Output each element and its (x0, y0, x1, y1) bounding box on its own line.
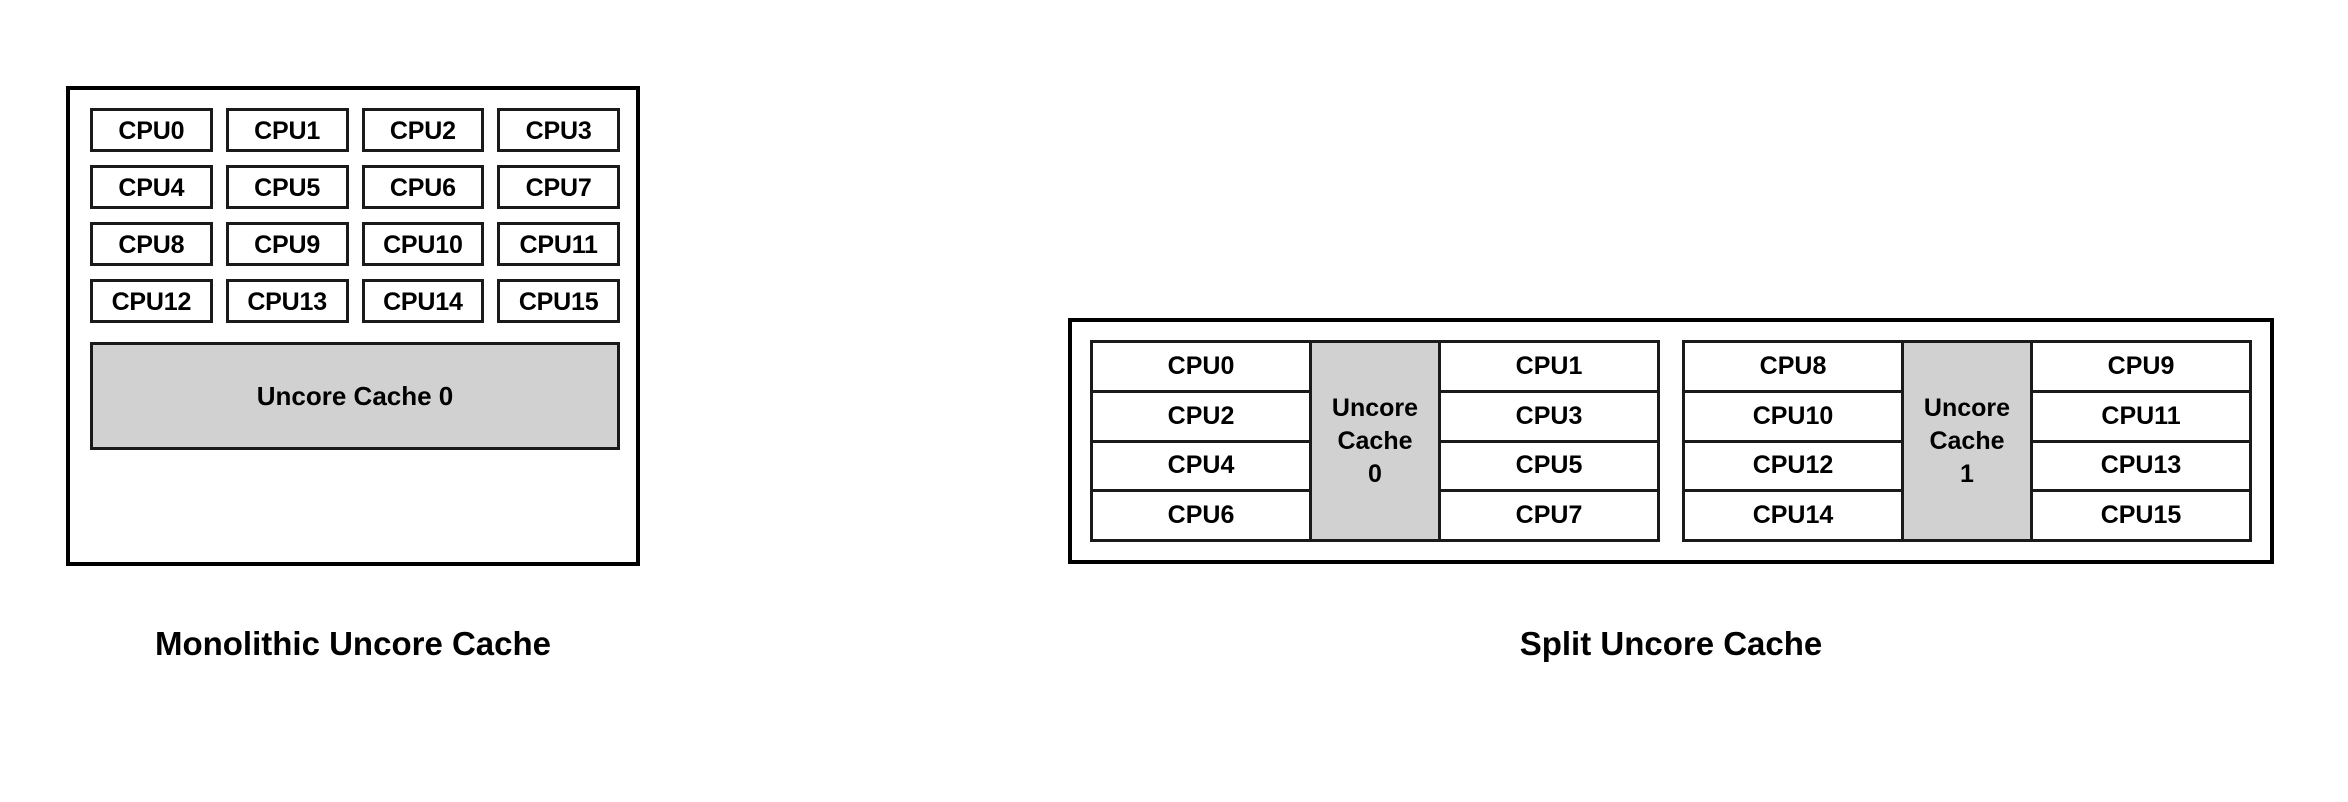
cpu-cell: CPU14 (1685, 492, 1901, 539)
monolithic-uncore-panel: CPU0 CPU1 CPU2 CPU3 CPU4 CPU5 CPU6 CPU7 … (66, 86, 640, 566)
cpu-box: CPU12 (90, 279, 213, 323)
uncore-cache-block: Uncore Cache 0 (1309, 343, 1441, 539)
split-cluster: CPU8 CPU10 CPU12 CPU14 Uncore Cache 1 CP… (1682, 340, 2252, 542)
cpu-box: CPU5 (225, 165, 349, 209)
cpu-cell: CPU9 (2033, 343, 2249, 393)
cpu-box: CPU7 (497, 165, 620, 209)
uncore-cache-label-line2: Cache (1337, 426, 1413, 455)
cpu-cell: CPU4 (1093, 442, 1309, 493)
cpu-cell: CPU3 (1441, 392, 1657, 443)
cpu-box: CPU0 (90, 108, 213, 152)
cpu-cell: CPU10 (1685, 392, 1901, 443)
cpu-cell: CPU2 (1093, 392, 1309, 443)
cpu-cell: CPU15 (2033, 492, 2249, 539)
monolithic-caption: Monolithic Uncore Cache (154, 625, 552, 662)
cpu-box: CPU1 (225, 108, 349, 152)
cpu-box: CPU4 (90, 165, 213, 209)
monolithic-cpu-grid: CPU0 CPU1 CPU2 CPU3 CPU4 CPU5 CPU6 CPU7 … (90, 108, 620, 323)
split-caption: Split Uncore Cache (1519, 625, 1823, 662)
cpu-box: CPU6 (361, 165, 485, 209)
uncore-cache-block: Uncore Cache 0 (90, 342, 620, 450)
cpu-cell: CPU0 (1093, 343, 1309, 393)
cpu-cell: CPU12 (1685, 442, 1901, 493)
split-cluster: CPU0 CPU2 CPU4 CPU6 Uncore Cache 0 CPU1 … (1090, 340, 1660, 542)
cpu-box: CPU15 (497, 279, 620, 323)
cpu-box: CPU13 (225, 279, 349, 323)
uncore-cache-label-line1: Uncore (1923, 393, 2011, 422)
cpu-box: CPU11 (497, 222, 620, 266)
cpu-column-left: CPU8 CPU10 CPU12 CPU14 (1685, 343, 1901, 539)
uncore-cache-block: Uncore Cache 1 (1901, 343, 2033, 539)
cpu-box: CPU14 (361, 279, 485, 323)
cpu-column-right: CPU1 CPU3 CPU5 CPU7 (1441, 343, 1657, 539)
cpu-cell: CPU5 (1441, 442, 1657, 493)
cpu-box: CPU2 (361, 108, 485, 152)
cpu-cell: CPU8 (1685, 343, 1901, 393)
cpu-column-right: CPU9 CPU11 CPU13 CPU15 (2033, 343, 2249, 539)
cpu-box: CPU10 (361, 222, 485, 266)
cpu-box: CPU3 (497, 108, 620, 152)
cpu-box: CPU9 (225, 222, 349, 266)
cpu-cell: CPU7 (1441, 492, 1657, 539)
cpu-column-left: CPU0 CPU2 CPU4 CPU6 (1093, 343, 1309, 539)
uncore-cache-label-line1: Uncore (1331, 393, 1419, 422)
cpu-box: CPU8 (90, 222, 213, 266)
cpu-cell: CPU13 (2033, 442, 2249, 493)
uncore-cache-label-line3: 0 (1368, 459, 1382, 488)
uncore-cache-label-line2: Cache (1929, 426, 2005, 455)
split-uncore-panel: CPU0 CPU2 CPU4 CPU6 Uncore Cache 0 CPU1 … (1068, 318, 2274, 564)
uncore-cache-label-line3: 1 (1960, 459, 1974, 488)
cpu-cell: CPU6 (1093, 492, 1309, 539)
split-cluster-row: CPU0 CPU2 CPU4 CPU6 Uncore Cache 0 CPU1 … (1090, 340, 2252, 542)
cpu-cell: CPU11 (2033, 392, 2249, 443)
cpu-cell: CPU1 (1441, 343, 1657, 393)
